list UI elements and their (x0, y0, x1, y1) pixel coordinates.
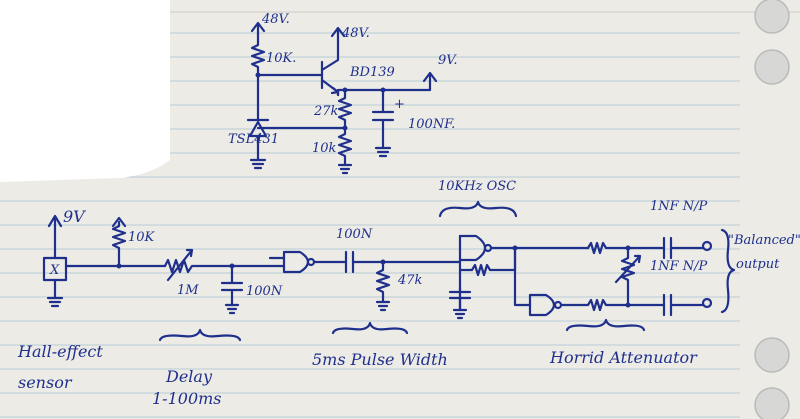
label-c-coupling: 100N (336, 227, 373, 242)
label-delay-1: Delay (165, 367, 213, 386)
label-pot-1m: 1M (177, 283, 199, 298)
label-r-bottom: 10k (312, 141, 337, 156)
label-48v-right: 48V. (341, 26, 370, 41)
label-r-pullup: 10K (128, 230, 156, 245)
label-hall-2: sensor (18, 373, 73, 392)
osc-brace (438, 200, 518, 218)
stage-labels: Hall-effect sensor Delay 1-100ms 5ms Pul… (17, 318, 698, 408)
label-osc: 10KHz OSC (438, 179, 516, 194)
label-9v-out: 9V. (438, 53, 458, 68)
output-brace (720, 228, 736, 314)
label-c-delay: 100N (246, 284, 283, 299)
hall-sensor-symbol: X (49, 263, 60, 278)
binder-holes (754, 0, 790, 419)
paper-blank-area (0, 0, 170, 182)
label-balanced-2: output (736, 257, 780, 272)
brace-attenuator (565, 318, 646, 332)
brace-delay (158, 328, 242, 342)
power-supply-circuit: 48V. 10K. 48V. BD139 9V. 27k 10k + 100NF… (228, 12, 458, 175)
label-attenuator: Horrid Attenuator (549, 348, 698, 367)
label-r-47k: 47k (397, 273, 423, 288)
label-hall-1: Hall-effect (17, 342, 103, 361)
label-regulator: TSL431 (228, 132, 279, 147)
label-c-100nf: 100NF. (408, 117, 455, 132)
label-9v: 9V (63, 207, 86, 226)
label-balanced-1: "Balanced" (728, 233, 800, 248)
label-r-27k: 27k (313, 104, 339, 119)
label-delay-2: 1-100ms (152, 389, 222, 408)
label-r-top: 10K. (266, 51, 296, 66)
cap-plus: + (394, 97, 405, 112)
brace-pulse (331, 321, 409, 335)
label-transistor: BD139 (349, 65, 395, 80)
label-pulse-width: 5ms Pulse Width (312, 350, 448, 369)
main-circuit: 9V X 10K 1M 100N 100N 47k 10KHz (42, 179, 800, 320)
label-c-out-top: 1NF N/P (650, 199, 708, 214)
label-c-out-bottom: 1NF N/P (650, 259, 708, 274)
label-48v-left: 48V. (261, 12, 290, 27)
